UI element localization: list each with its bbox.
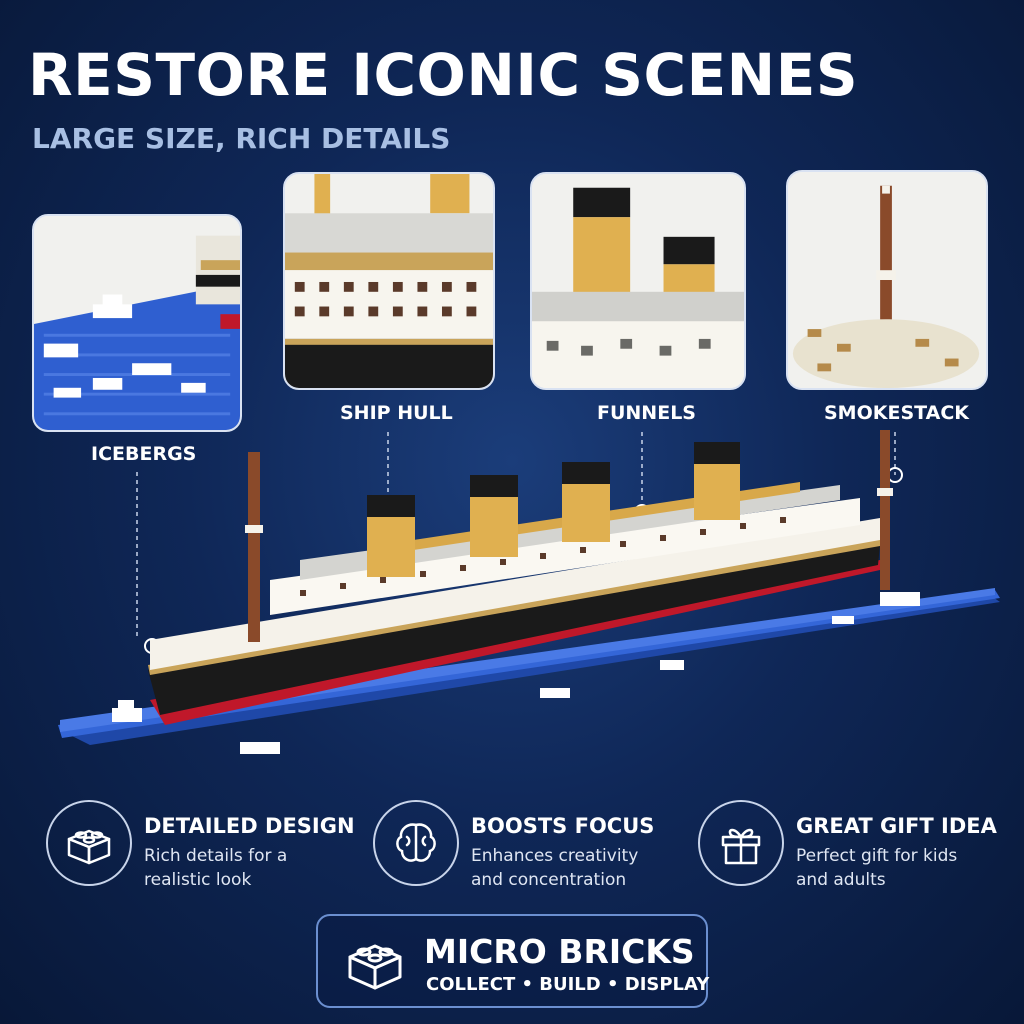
icebergs-photo [32, 214, 242, 432]
feature-icon-circle [698, 800, 784, 886]
feature-description: Rich details for a realistic look [144, 846, 288, 890]
brick-icon [348, 944, 402, 990]
feature-icon-circle [46, 800, 132, 886]
callout-label-funnels: FUNNELS [597, 402, 696, 424]
feature-great-gift-idea: GREAT GIFT IDEA Perfect gift for kids an… [698, 800, 998, 890]
brain-icon [396, 823, 436, 862]
page-subtitle: LARGE SIZE, RICH DETAILS [32, 122, 451, 155]
callout-label-icebergs: ICEBERGS [91, 443, 197, 465]
callout-label-ship-hull: SHIP HULL [340, 402, 453, 424]
feature-title: BOOSTS FOCUS [471, 814, 655, 838]
feature-icon-circle [373, 800, 459, 886]
gift-icon [721, 828, 761, 865]
brick-icon [67, 829, 111, 865]
feature-description: Enhances creativity and concentration [471, 846, 639, 890]
callout-label-smokestack: SMOKESTACK [824, 402, 969, 424]
page-title: RESTORE ICONIC SCENES [28, 41, 859, 109]
banner-subtitle: COLLECT • BUILD • DISPLAY [426, 974, 710, 995]
feature-boosts-focus: BOOSTS FOCUS Enhances creativity and con… [373, 800, 673, 890]
feature-title: GREAT GIFT IDEA [796, 814, 997, 838]
smokestack-photo [786, 170, 988, 390]
banner-title: MICRO BRICKS [424, 932, 695, 971]
feature-description: Perfect gift for kids and adults [796, 846, 958, 890]
feature-title: DETAILED DESIGN [144, 814, 355, 838]
feature-detailed-design: DETAILED DESIGN Rich details for a reali… [46, 800, 355, 890]
micro-bricks-banner: MICRO BRICKS COLLECT • BUILD • DISPLAY [316, 914, 710, 1008]
funnels-photo [530, 172, 746, 390]
titanic-model-illustration [58, 430, 1000, 754]
ship-hull-photo [283, 172, 495, 390]
